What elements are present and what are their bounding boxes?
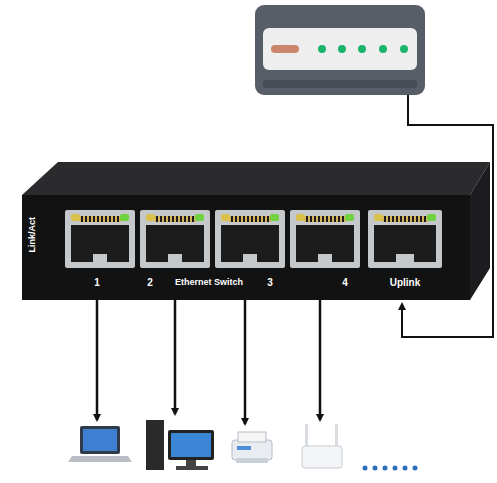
port-pins <box>79 216 121 222</box>
printer-tray <box>236 458 268 463</box>
laptop-base <box>68 456 132 462</box>
port-label: 4 <box>342 277 348 288</box>
modem-base <box>263 80 417 88</box>
act-led <box>195 214 204 221</box>
printer-paper <box>238 432 266 442</box>
modem-led <box>318 45 326 53</box>
modem-panel <box>263 28 417 70</box>
ethernet-port: Uplink <box>368 210 442 268</box>
uplink-arrow <box>401 304 403 320</box>
pc-tower <box>146 420 164 470</box>
printer-panel <box>237 446 251 450</box>
port-pins <box>382 216 428 222</box>
modem-led <box>271 45 299 53</box>
socket-notch <box>396 254 414 262</box>
modem-body <box>255 5 425 95</box>
ethernet-port: 1 <box>65 210 135 268</box>
ethernet-port: 2 <box>140 210 210 268</box>
port-label: 1 <box>94 277 100 288</box>
more-dot <box>373 466 378 471</box>
more-dot <box>413 466 418 471</box>
act-led <box>345 214 354 221</box>
cable-arrow <box>244 300 247 424</box>
modem-led <box>338 45 346 53</box>
socket-notch <box>318 254 332 262</box>
more-dot <box>383 466 388 471</box>
laptop-lid <box>80 426 120 454</box>
router-body <box>302 446 342 468</box>
port-pins <box>154 216 196 222</box>
socket-notch <box>93 254 107 262</box>
pc-monitor <box>168 430 214 460</box>
more-dot <box>403 466 408 471</box>
pc-screen <box>171 433 211 457</box>
cable-arrow <box>319 300 322 420</box>
act-led <box>120 214 129 221</box>
pc-stand <box>186 460 196 466</box>
link-led <box>146 214 155 221</box>
modem-led <box>379 45 387 53</box>
ethernet-port: 3 <box>215 210 285 268</box>
laptop-screen <box>83 429 117 451</box>
socket-notch <box>243 254 257 262</box>
act-led <box>427 214 436 221</box>
modem-led <box>400 45 408 53</box>
cable-arrow <box>174 300 177 414</box>
link-led <box>71 214 80 221</box>
port-socket <box>296 225 354 262</box>
switch-side <box>470 162 490 300</box>
link-led <box>221 214 230 221</box>
more-dot <box>363 466 368 471</box>
modem-led <box>358 45 366 53</box>
port-label: 2 <box>147 277 153 288</box>
more-dot <box>393 466 398 471</box>
port-socket <box>221 225 279 262</box>
device-name: Ethernet Switch <box>175 277 243 287</box>
port-socket <box>71 225 129 262</box>
switch-top <box>22 162 490 195</box>
port-pins <box>229 216 271 222</box>
port-socket <box>146 225 204 262</box>
port-label: 3 <box>267 277 273 288</box>
act-led <box>270 214 279 221</box>
socket-notch <box>168 254 182 262</box>
port-pins <box>304 216 346 222</box>
led-legend: Link/Act <box>27 217 37 253</box>
pc-stand <box>176 466 208 470</box>
ethernet-port: 4 <box>290 210 360 268</box>
link-led <box>374 214 383 221</box>
link-led <box>296 214 305 221</box>
printer-body <box>232 440 272 460</box>
ethernet-switch: Link/ActEthernet Switch1234Uplink <box>22 195 470 300</box>
port-socket <box>374 225 436 262</box>
cable-arrow <box>96 300 99 420</box>
port-label: Uplink <box>390 277 421 288</box>
